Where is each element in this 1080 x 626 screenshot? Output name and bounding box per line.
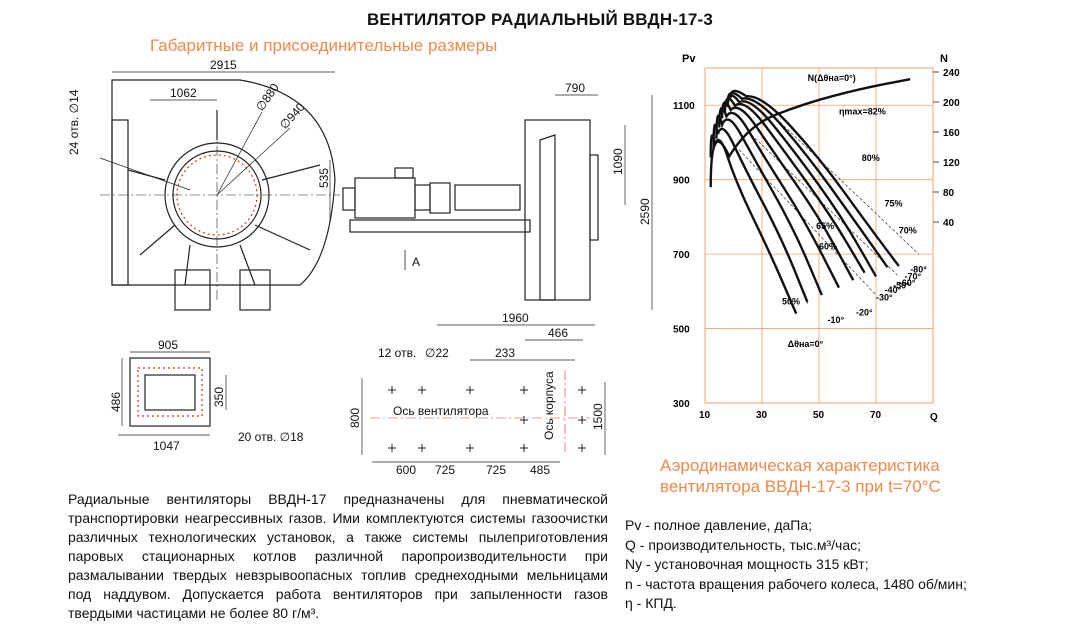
motor-frame (349, 219, 531, 233)
dim-22: ∅22 (425, 346, 449, 360)
dim-1960: 1960 (502, 311, 529, 325)
legend-item: Pv - полное давление, даПа; (625, 517, 813, 533)
curve-label: -10° (828, 315, 845, 325)
curve-label: -20° (856, 308, 873, 318)
curve (712, 123, 809, 303)
curve (720, 101, 855, 281)
fan-side-casing (524, 119, 591, 301)
x-tick-label: 70 (870, 410, 882, 421)
casing-flange (111, 119, 129, 286)
chart-left-axis-label: Pv (682, 53, 696, 65)
curve (715, 114, 823, 296)
coupling-shaft (454, 184, 521, 211)
aerodynamic-chart: 10 30 50 70 300 500 700 900 1100 40 80 120 160 200 240… (673, 53, 960, 423)
curve (726, 91, 889, 268)
efficiency-line (738, 149, 877, 296)
curve-label: -60° (899, 278, 916, 288)
dim-233: 233 (495, 346, 515, 360)
y2-tick-label: 80 (943, 188, 955, 199)
chart-right-axis-label: N (940, 53, 948, 65)
x-tick-label: 30 (756, 410, 768, 421)
efficiency-label: 70% (899, 226, 917, 236)
dim-holes20: 20 отв. ∅18 (238, 430, 304, 444)
curve (718, 106, 841, 289)
power-curve-label: N(Δθна=0°) (808, 73, 856, 83)
legend-list: Pv - полное давление, даПа; Q - производ… (625, 516, 967, 614)
dim-1500: 1500 (591, 403, 605, 430)
efficiency-label: 60% (819, 242, 837, 252)
dim-880: ∅880 (253, 80, 282, 113)
outlet-flange-holes (137, 367, 203, 417)
curve (709, 134, 798, 315)
curve-label: -40° (885, 285, 902, 295)
x-tick-label: 10 (699, 410, 711, 421)
y-tick-label: 900 (673, 176, 690, 187)
fan-axis-label: Ось вентилятора (393, 404, 489, 418)
foundation-holes (388, 386, 586, 452)
efficiency-label: ηmax=82% (839, 107, 886, 117)
efficiency-label: 80% (862, 153, 880, 163)
dim-790: 790 (565, 81, 585, 95)
dim-905: 905 (158, 338, 178, 352)
efficiency-label: 50% (782, 296, 800, 306)
y2-tick-label: 40 (943, 218, 955, 229)
y-tick-label: 500 (673, 325, 690, 336)
curve-label: -50° (893, 281, 910, 291)
chart-curves (709, 77, 919, 315)
curve (723, 97, 866, 274)
curve (709, 77, 911, 188)
efficiency-label: 75% (885, 198, 903, 208)
dim-466: 466 (548, 326, 568, 340)
dim-800: 800 (348, 408, 362, 428)
dim-350: 350 (212, 387, 226, 407)
curve (726, 94, 878, 278)
motor-body (354, 177, 416, 219)
chart-heading: Аэродинамическая характеристика вентилят… (660, 456, 941, 496)
y-tick-label: 1100 (673, 101, 695, 112)
y2-tick-label: 240 (943, 68, 960, 79)
legend-item: n - частота вращения рабочего колеса, 14… (625, 575, 967, 592)
y-tick-label: 700 (673, 250, 690, 261)
case-axis-label: Ось корпуса (542, 371, 556, 440)
curve-label: -30° (876, 293, 893, 303)
dim-485: 485 (530, 463, 550, 477)
y2-tick-label: 200 (943, 98, 960, 109)
dim-1090: 1090 (611, 148, 625, 175)
dim-2915: 2915 (210, 58, 237, 72)
x-tick-label: 50 (813, 410, 825, 421)
chart-ticks: 10 30 50 70 300 500 700 900 1100 40 80 120 160 200 240 (673, 68, 960, 421)
dim-725-a: 725 (435, 463, 455, 477)
legend-item: η - КПД. (625, 595, 677, 611)
chart-curve-labels: -80°-70°-60°-50°-40°-30°-20° -10° Δθна=0° η… (782, 73, 927, 349)
legend-item: Q - производительность, тыс.м³/час; (625, 536, 862, 553)
outlet-flange-outer (129, 357, 211, 427)
dim-holes24: 24 отв. ∅14 (67, 89, 81, 155)
y2-tick-label: 160 (943, 128, 960, 139)
dim-486: 486 (109, 392, 123, 412)
view-arrow-label: А (412, 255, 420, 269)
chart-bottom-axis-label: Q (930, 412, 938, 423)
casing-outline (111, 79, 336, 286)
dim-1062: 1062 (170, 86, 197, 100)
page-title: ВЕНТИЛЯТОР РАДИАЛЬНЫЙ ВВДН-17-3 (366, 10, 714, 29)
description-text: Радиальные вентиляторы ВВДН-17 предназна… (68, 491, 608, 621)
y2-tick-label: 120 (943, 158, 960, 169)
legend-item: Ny - установочная мощность 315 кВт; (625, 556, 869, 572)
dim-600: 600 (396, 463, 416, 477)
efficiency-line (761, 105, 919, 255)
drawing-heading: Габаритные и присоединительные размеры (150, 36, 498, 55)
dim-holes12: 12 отв. (378, 346, 416, 360)
dim-940: ∅940 (277, 100, 308, 132)
y-tick-label: 300 (673, 399, 690, 410)
dim-1047: 1047 (153, 439, 180, 453)
curve-label: -80° (910, 265, 927, 275)
dimension-labels: 2915 1062 24 отв. ∅14 ∅880 ∅940 535 790 … (67, 58, 652, 477)
curve-label: -70° (905, 271, 922, 281)
dim-2590: 2590 (638, 198, 652, 225)
technical-drawing: 2915 1062 24 отв. ∅14 ∅880 ∅940 535 790 … (67, 58, 653, 477)
dim-535: 535 (317, 168, 331, 188)
dim-725-b: 725 (486, 463, 506, 477)
curve-label: Δθна=0° (788, 339, 824, 349)
efficiency-label: 65% (816, 221, 834, 231)
